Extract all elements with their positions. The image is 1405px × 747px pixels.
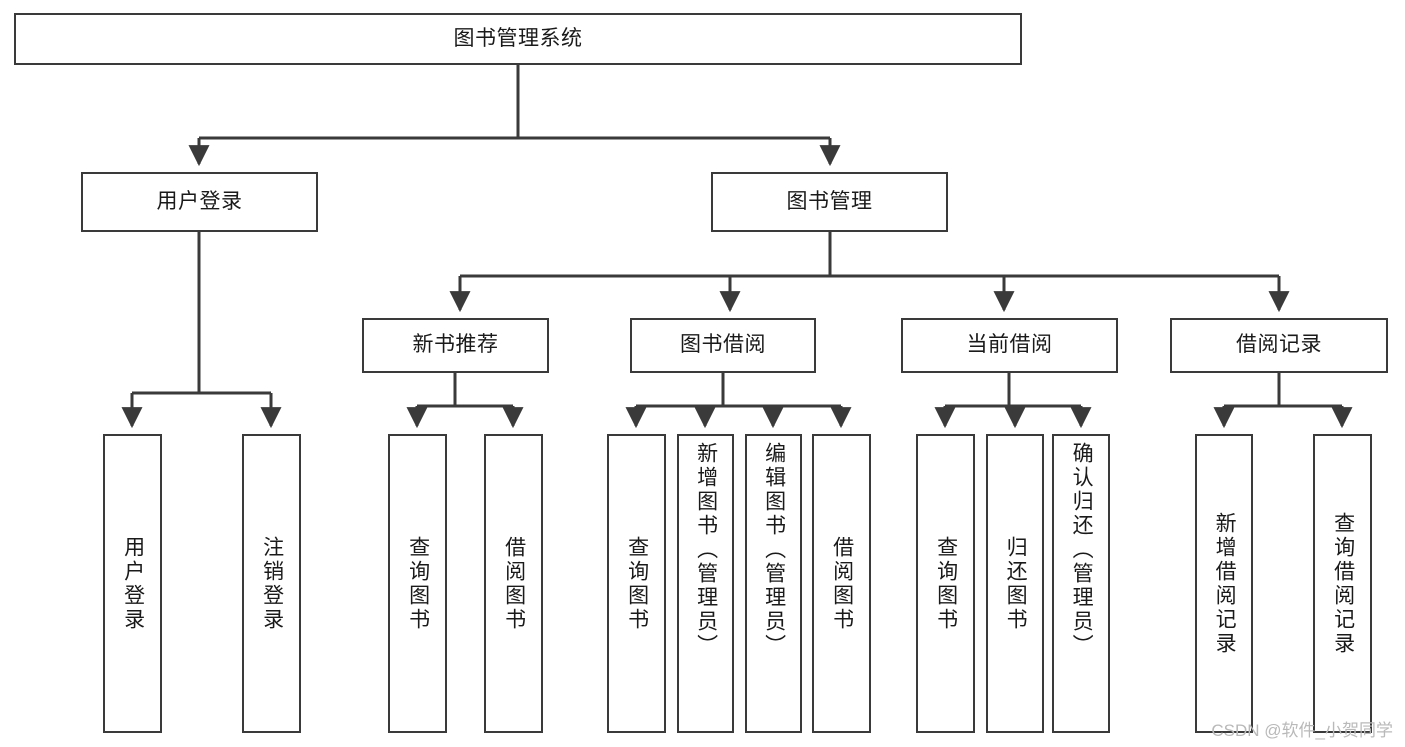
- node-leaf-user-logout[interactable]: 注销登录: [242, 434, 301, 733]
- node-leaf-query-book-2-label: 查询图书: [625, 535, 649, 632]
- node-leaf-borrow-book-1-label: 借阅图书: [502, 535, 526, 632]
- node-borrow-record[interactable]: 借阅记录: [1170, 318, 1388, 373]
- node-leaf-query-book-3[interactable]: 查询图书: [916, 434, 975, 733]
- node-leaf-add-book[interactable]: 新增图书（管理员）: [677, 434, 734, 733]
- node-leaf-query-record[interactable]: 查询借阅记录: [1313, 434, 1372, 733]
- node-leaf-borrow-book-2[interactable]: 借阅图书: [812, 434, 871, 733]
- node-leaf-confirm-return[interactable]: 确认归还（管理员）: [1052, 434, 1110, 733]
- node-leaf-user-login-label: 用户登录: [121, 535, 145, 632]
- node-new-book-rec[interactable]: 新书推荐: [362, 318, 549, 373]
- node-book-borrow[interactable]: 图书借阅: [630, 318, 816, 373]
- node-root[interactable]: 图书管理系统: [14, 13, 1022, 65]
- node-book-manage-label: 图书管理: [786, 189, 873, 213]
- node-leaf-edit-book[interactable]: 编辑图书（管理员）: [745, 434, 802, 733]
- node-user-login[interactable]: 用户登录: [81, 172, 318, 232]
- node-leaf-query-book-1-label: 查询图书: [406, 535, 430, 632]
- node-book-manage[interactable]: 图书管理: [711, 172, 948, 232]
- node-user-login-label: 用户登录: [156, 189, 243, 213]
- node-leaf-confirm-return-label: 确认归还（管理员）: [1070, 442, 1094, 658]
- node-leaf-return-book-label: 归还图书: [1004, 535, 1028, 632]
- node-leaf-query-book-2[interactable]: 查询图书: [607, 434, 666, 733]
- node-root-label: 图书管理系统: [453, 26, 583, 50]
- node-leaf-edit-book-label: 编辑图书（管理员）: [762, 442, 786, 658]
- node-book-borrow-label: 图书借阅: [680, 333, 766, 357]
- node-leaf-add-record-label: 新增借阅记录: [1213, 511, 1237, 656]
- node-leaf-query-record-label: 查询借阅记录: [1331, 511, 1355, 656]
- node-leaf-query-book-3-label: 查询图书: [934, 535, 958, 632]
- node-leaf-add-record[interactable]: 新增借阅记录: [1195, 434, 1253, 733]
- node-borrow-record-label: 借阅记录: [1236, 333, 1322, 357]
- node-leaf-borrow-book-1[interactable]: 借阅图书: [484, 434, 543, 733]
- node-leaf-user-logout-label: 注销登录: [260, 535, 284, 632]
- node-leaf-return-book[interactable]: 归还图书: [986, 434, 1044, 733]
- node-leaf-add-book-label: 新增图书（管理员）: [694, 442, 718, 658]
- node-leaf-user-login[interactable]: 用户登录: [103, 434, 162, 733]
- node-leaf-borrow-book-2-label: 借阅图书: [830, 535, 854, 632]
- node-new-book-rec-label: 新书推荐: [412, 333, 499, 357]
- node-current-borrow-label: 当前借阅: [966, 333, 1053, 357]
- watermark-text: CSDN @软件_小贺同学: [1211, 721, 1393, 740]
- node-current-borrow[interactable]: 当前借阅: [901, 318, 1118, 373]
- node-leaf-query-book-1[interactable]: 查询图书: [388, 434, 447, 733]
